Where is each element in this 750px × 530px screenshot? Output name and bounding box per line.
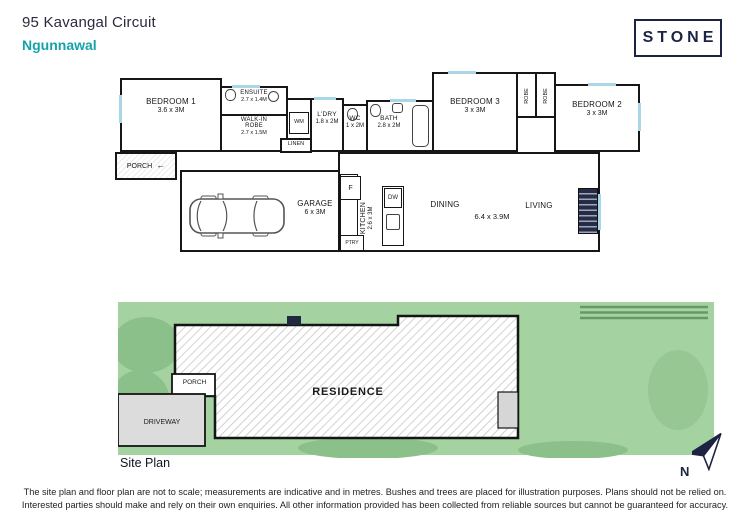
north-arrow-icon [692,432,722,471]
site-plan-drawing [118,302,714,458]
basin-icon [268,91,279,102]
walkin-robe-label: WALK-IN ROBE [240,117,268,129]
disclaimer-line2: Interested parties should make and rely … [21,499,729,510]
compass: N [680,429,724,479]
siteplan-porch-label: PORCH [182,379,207,386]
bath-label-group: BATH 2.8 x 2M [366,115,412,129]
bath-label: BATH [380,115,398,122]
window-marker [390,99,416,102]
bedroom3-dims: 3 x 3M [464,107,486,114]
room-bedroom1 [120,78,222,152]
robe-right-label: ROBE [535,77,556,115]
site-plan-caption: Site Plan [120,456,171,470]
laundry-label-group: L'DRY 1.8 x 2M [309,111,345,125]
car-icon [189,193,285,239]
bedroom1-label: BEDROOM 1 [146,97,196,106]
toilet-icon [225,89,236,101]
wc-label-group: WC 1 x 2M [342,115,368,129]
property-suburb: Ngunnawal [22,37,97,53]
walkin-robe-dims: 2.7 x 1.5M [241,130,267,136]
living-label: LIVING [513,201,565,210]
laundry-label: L'DRY [317,111,337,118]
garden-bush [648,350,708,430]
window-marker [448,71,476,74]
window-marker [232,85,260,88]
room-walkin-robe [220,114,288,152]
window-marker [119,95,122,123]
entry-alcove [287,316,301,325]
stone-logo: STONE [634,19,722,57]
garden-bush [298,437,438,458]
driveway-label: DRIVEWAY [143,419,181,426]
basin-icon [392,103,403,113]
room-living-dining [338,152,600,252]
toilet-icon [370,104,381,117]
residence-footprint [173,314,520,440]
kitchen-dims: 2.6 x 3M [368,206,374,230]
bath-dims: 2.8 x 2M [377,123,401,129]
porch-label-group: PORCH← [115,160,177,170]
dishwasher-box: DW [384,188,402,208]
pantry-box: PTRY [340,235,364,251]
bedroom2-label-group: BEDROOM 2 3 x 3M [554,100,640,117]
window-marker [638,103,641,131]
living-dining-dims: 6.4 x 3.9M [474,212,510,221]
robe-left-label-text: ROBE [523,88,530,104]
compass-n-label: N [680,464,690,479]
ensuite-label-group: ENSUITE 2.7 x 1.4M [221,90,287,103]
bedroom2-dims: 3 x 3M [586,110,608,117]
entry-arrow-icon: ← [156,160,166,170]
wm-label: WM [294,119,304,125]
property-address: 95 Kavangal Circuit [22,14,156,31]
room-porch [115,152,177,180]
linen-cupboard [280,138,312,153]
toilet-icon [347,108,358,121]
garden-bush [118,317,180,373]
laundry-dims: 1.8 x 2M [315,119,339,125]
fridge-box: F [340,176,361,200]
window-marker [588,83,616,86]
porch-label: PORCH [126,163,153,170]
wc-dims: 1 x 2M [345,123,364,129]
bedroom3-label: BEDROOM 3 [450,97,500,106]
patio-pad [497,391,519,429]
bathtub-icon [412,105,429,147]
living-label-text: LIVING [525,201,553,210]
hedge-rows [580,305,708,320]
disclaimer-line1: The site plan and floor plan are not to … [23,487,727,497]
garden-bush [518,441,628,458]
wc-label: WC [349,115,361,122]
ensuite-label: ENSUITE [240,90,268,96]
garage-label-group: GARAGE 6 x 3M [292,199,338,216]
bedroom2-label: BEDROOM 2 [572,100,622,109]
washing-machine-box [289,112,309,134]
disclaimer: The site plan and floor plan are not to … [0,486,750,511]
window-marker [314,97,336,100]
hallway [179,152,339,170]
ensuite-dims: 2.7 x 1.4M [241,97,267,103]
stone-logo-text: STONE [642,29,718,46]
garage-label: GARAGE [297,199,333,208]
dining-label: DINING [420,200,470,209]
window-marker [598,194,601,230]
bedroom3-label-group: BEDROOM 3 3 x 3M [432,97,518,114]
robe-left-label: ROBE [516,77,537,115]
kitchen-label: KITCHEN [360,201,367,235]
linen-label: LINEN [287,141,305,147]
residence-label: RESIDENCE [312,386,384,398]
siteplan-driveway [118,393,206,447]
kitchen-label-group: KITCHEN 2.6 x 3M [353,186,381,250]
bedroom1-dims: 3.6 x 3M [157,107,185,114]
room-laundry [310,98,344,152]
dining-label-text: DINING [430,200,460,209]
deck-steps-icon [578,188,598,234]
robe-right-label-text: ROBE [542,88,549,104]
sink-icon [386,214,400,230]
bedroom1-label-group: BEDROOM 1 3.6 x 3M [120,97,222,114]
garage-dims: 6 x 3M [304,209,326,216]
walkin-robe-label-group: WALK-IN ROBE 2.7 x 1.5M [224,117,284,136]
room-bedroom2 [554,84,640,152]
